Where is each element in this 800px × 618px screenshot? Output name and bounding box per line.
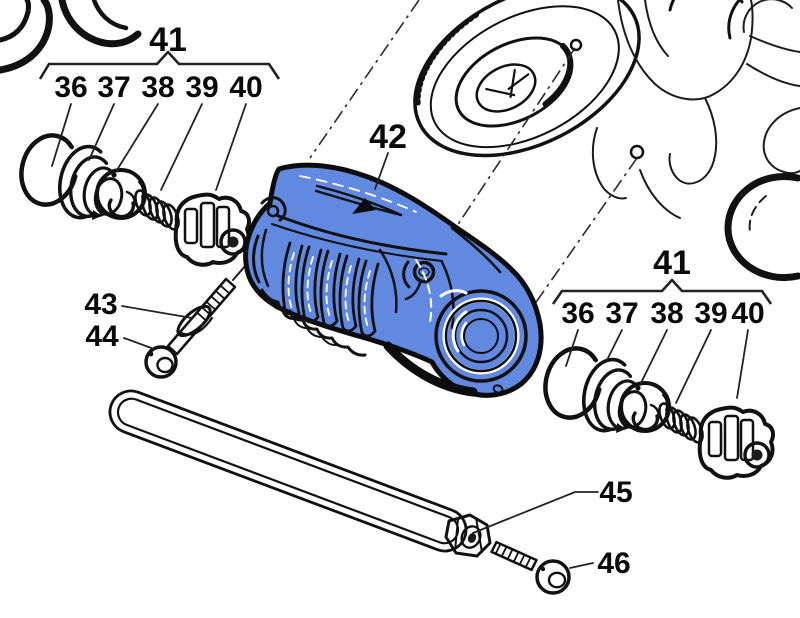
- socket-head-46: [535, 559, 571, 595]
- snout-bore: [463, 318, 499, 354]
- callout-46-label: 46: [597, 547, 630, 580]
- callout-43-label: 43: [84, 288, 117, 321]
- washer-43: [176, 304, 212, 338]
- callout-group-41-right: 41 36 37 38 39 40: [551, 244, 773, 404]
- socket-head-44: [144, 345, 178, 379]
- gasket-wavy-edge: [260, 288, 367, 357]
- callout-group-41-left: 41 36 37 38 39 40: [38, 21, 281, 191]
- mounting-flange: [413, 0, 645, 160]
- thermostat-parts-set: [19, 133, 251, 267]
- top-groove-arrow: [314, 184, 403, 217]
- flange-hub: [475, 63, 537, 113]
- callout-43: 43: [84, 288, 193, 321]
- callout-41-left: 41: [149, 21, 187, 59]
- tube-45: [108, 389, 492, 558]
- thread-hatching: [196, 285, 230, 321]
- callout-39-right: 39: [694, 297, 727, 330]
- middle-bolt-eyelet: [402, 260, 436, 301]
- housing-ribs: [281, 241, 380, 338]
- alignment-line-2: [448, 47, 576, 239]
- callout-36-right: 36: [561, 297, 594, 330]
- callout-40-right: 40: [731, 297, 764, 330]
- callout-38-left: 38: [141, 71, 174, 104]
- callout-42: 42: [369, 118, 407, 190]
- impeller-40: [173, 192, 251, 267]
- outlet-snout: [434, 289, 528, 394]
- bolt-46: [490, 540, 571, 595]
- callout-44: 44: [85, 320, 155, 353]
- flange-bolt-hole-lower: [629, 144, 645, 160]
- bracket-41-right: [551, 278, 773, 305]
- alignment-line-3: [524, 157, 638, 319]
- right-casting: [591, 0, 800, 219]
- leader-lines-left: [51, 103, 247, 191]
- engine-block-background: [0, 0, 800, 281]
- callout-36-left: 36: [54, 71, 87, 104]
- callout-44-label: 44: [85, 320, 119, 353]
- alignment-line-1: [309, 0, 420, 159]
- upper-left-lug: [260, 196, 287, 222]
- callout-45-label: 45: [599, 476, 632, 509]
- callout-45: 45: [472, 476, 633, 534]
- leader-lines-right: [565, 329, 749, 404]
- callout-41-right: 41: [653, 244, 691, 282]
- seal-ring-36: [19, 133, 79, 207]
- tube-nut: [444, 513, 492, 558]
- flange-bolt-hole-upper: [569, 38, 583, 52]
- callout-46: 46: [569, 547, 631, 580]
- thermostat-parts-set-right: [538, 343, 773, 478]
- bolt-43-44: [144, 277, 237, 379]
- callout-37-left: 37: [97, 71, 130, 104]
- callout-40-left: 40: [229, 71, 262, 104]
- corner-casting: [0, 0, 142, 74]
- bracket-41-left: [38, 50, 281, 80]
- cutaway-c-shape: [724, 173, 800, 281]
- callout-39-left: 39: [185, 71, 218, 104]
- spring-39: [134, 189, 180, 231]
- callout-37-right: 37: [605, 297, 638, 330]
- thread-hatching: [494, 543, 532, 568]
- callout-42-label: 42: [369, 118, 407, 156]
- callout-38-right: 38: [650, 297, 683, 330]
- water-pump-housing-42: [243, 162, 544, 398]
